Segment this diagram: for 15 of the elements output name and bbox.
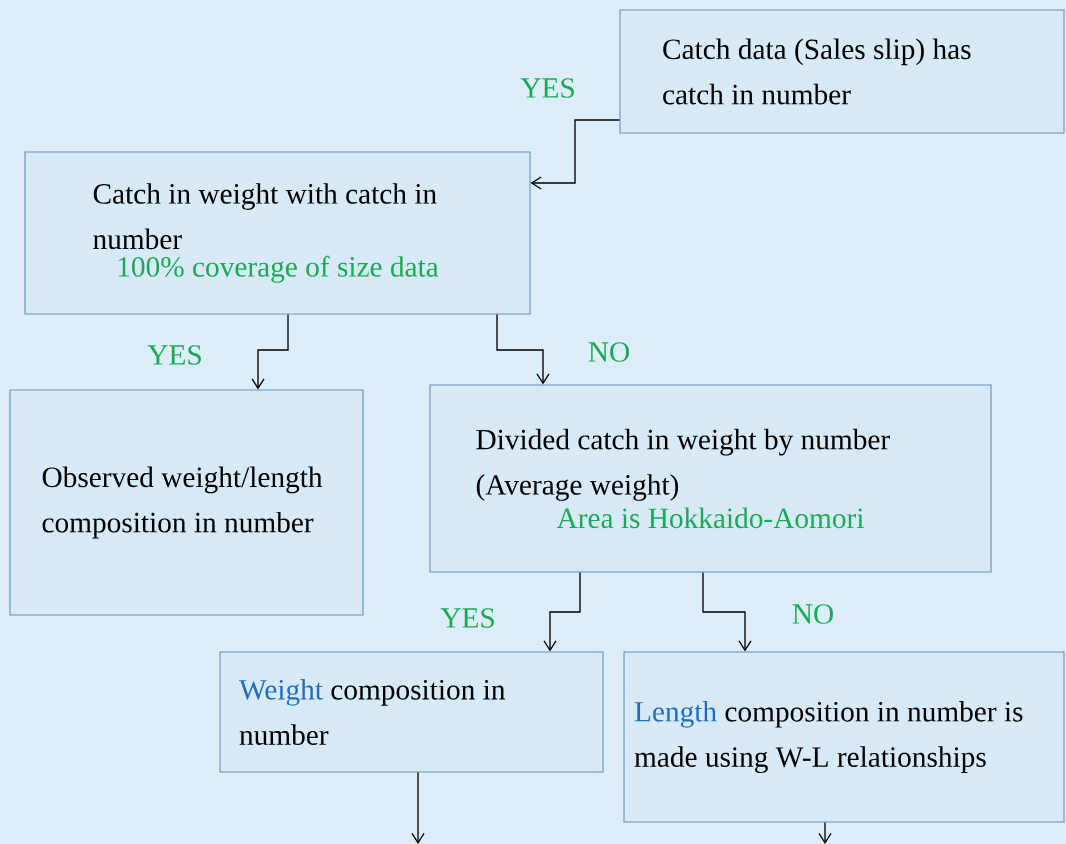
arrow	[411, 771, 425, 844]
process-box: Length composition in number is made using W-L relationships	[623, 651, 1065, 823]
process-box: Weight composition in number	[219, 651, 604, 773]
arrow	[702, 571, 752, 652]
process-box: Observed weight/length composition in number	[9, 389, 364, 616]
process-box: Divided catch in weight by number (Average weight) Area is Hokkaido-Aomori	[429, 384, 992, 573]
edge-label: NO	[586, 340, 632, 364]
arrow	[543, 571, 581, 652]
process-box: Catch data (Sales slip) has catch in number	[619, 9, 1065, 134]
arrow	[818, 821, 832, 844]
arrow	[530, 119, 621, 190]
arrow	[496, 313, 550, 385]
arrow	[251, 313, 289, 390]
edge-label: NO	[790, 602, 836, 626]
process-box: Catch in weight with catch in number 100% coverage of size data	[24, 151, 531, 315]
